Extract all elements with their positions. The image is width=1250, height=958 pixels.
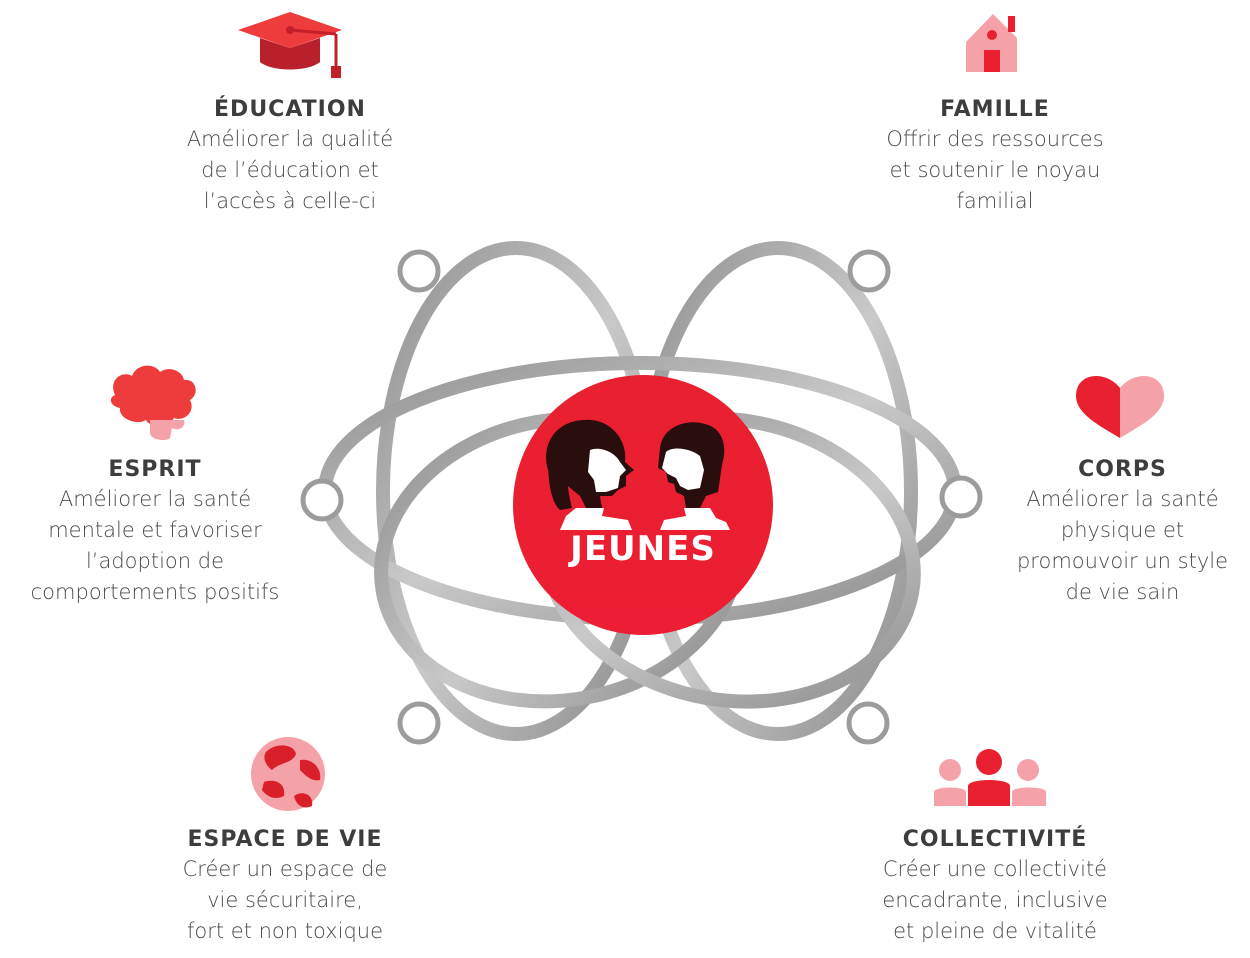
center-circle (513, 375, 773, 635)
center-node: JEUNES (513, 375, 773, 635)
node-right (939, 475, 983, 519)
pillar-esprit: ESPRIT Améliorer la santé mentale et fav… (0, 456, 310, 608)
desc-line: encadrante, inclusive (882, 888, 1108, 912)
pillar-description: Améliorer la santé mentale et favoriser … (0, 484, 310, 608)
pillar-description: Améliorer la santé physique et promouvoi… (995, 484, 1250, 608)
desc-line: et pleine de vitalité (893, 919, 1097, 943)
desc-line: promouvoir un style (1016, 549, 1229, 573)
brain-icon (110, 365, 196, 441)
desc-line: Créer une collectivité (882, 857, 1108, 881)
pillar-title: COLLECTIVITÉ (902, 827, 1088, 852)
pillar-corps: CORPS Améliorer la santé physique et pro… (995, 456, 1250, 608)
node-top-left (397, 249, 441, 293)
girl-silhouette-icon (546, 419, 634, 530)
desc-line: familial (956, 189, 1034, 213)
pillar-espace-de-vie: ESPACE DE VIE Créer un espace de vie séc… (140, 826, 430, 947)
pillar-title: ESPRIT (108, 457, 202, 482)
house-icon (966, 14, 1017, 72)
desc-line: Offrir des ressources (886, 127, 1104, 151)
desc-line: comportements positifs (30, 580, 280, 604)
desc-line: Améliorer la santé (1026, 487, 1219, 511)
pillar-title: FAMILLE (940, 97, 1050, 122)
desc-line: Améliorer la qualité (186, 127, 394, 151)
node-bottom-right (846, 701, 890, 745)
desc-line: et soutenir le noyau (889, 158, 1101, 182)
pillar-collectivite: COLLECTIVITÉ Créer une collectivité enca… (840, 826, 1150, 947)
desc-line: mentale et favoriser (48, 518, 262, 542)
desc-line: l’accès à celle-ci (203, 189, 377, 213)
node-bottom-left (397, 701, 441, 745)
desc-line: fort et non toxique (186, 919, 383, 943)
node-left (300, 478, 344, 522)
community-icon (934, 749, 1046, 806)
pillar-education: ÉDUCATION Améliorer la qualité de l’éduc… (150, 96, 430, 217)
desc-line: Créer un espace de (182, 857, 388, 881)
globe-icon (251, 737, 325, 811)
pillar-description: Créer un espace de vie sécuritaire, fort… (140, 854, 430, 947)
pillar-description: Offrir des ressources et soutenir le noy… (850, 124, 1140, 217)
heart-icon (1076, 376, 1164, 438)
pillar-title: ESPACE DE VIE (187, 827, 383, 852)
pillar-title: ÉDUCATION (214, 97, 366, 122)
desc-line: Améliorer la santé (58, 487, 252, 511)
desc-line: de vie sain (1065, 580, 1180, 604)
ring-nodes (300, 249, 983, 745)
node-top-right (847, 249, 891, 293)
pillar-famille: FAMILLE Offrir des ressources et souteni… (850, 96, 1140, 217)
desc-line: vie sécuritaire, (207, 888, 363, 912)
pillar-description: Améliorer la qualité de l’éducation et l… (150, 124, 430, 217)
pillar-title: CORPS (1078, 457, 1167, 482)
pillar-description: Créer une collectivité encadrante, inclu… (840, 854, 1150, 947)
graduation-cap-icon (238, 12, 342, 78)
boy-silhouette-icon (658, 422, 730, 530)
desc-line: de l’éducation et (201, 158, 379, 182)
desc-line: physique et (1060, 518, 1185, 542)
desc-line: l’adoption de (85, 549, 225, 573)
center-label: JEUNES (568, 529, 716, 569)
